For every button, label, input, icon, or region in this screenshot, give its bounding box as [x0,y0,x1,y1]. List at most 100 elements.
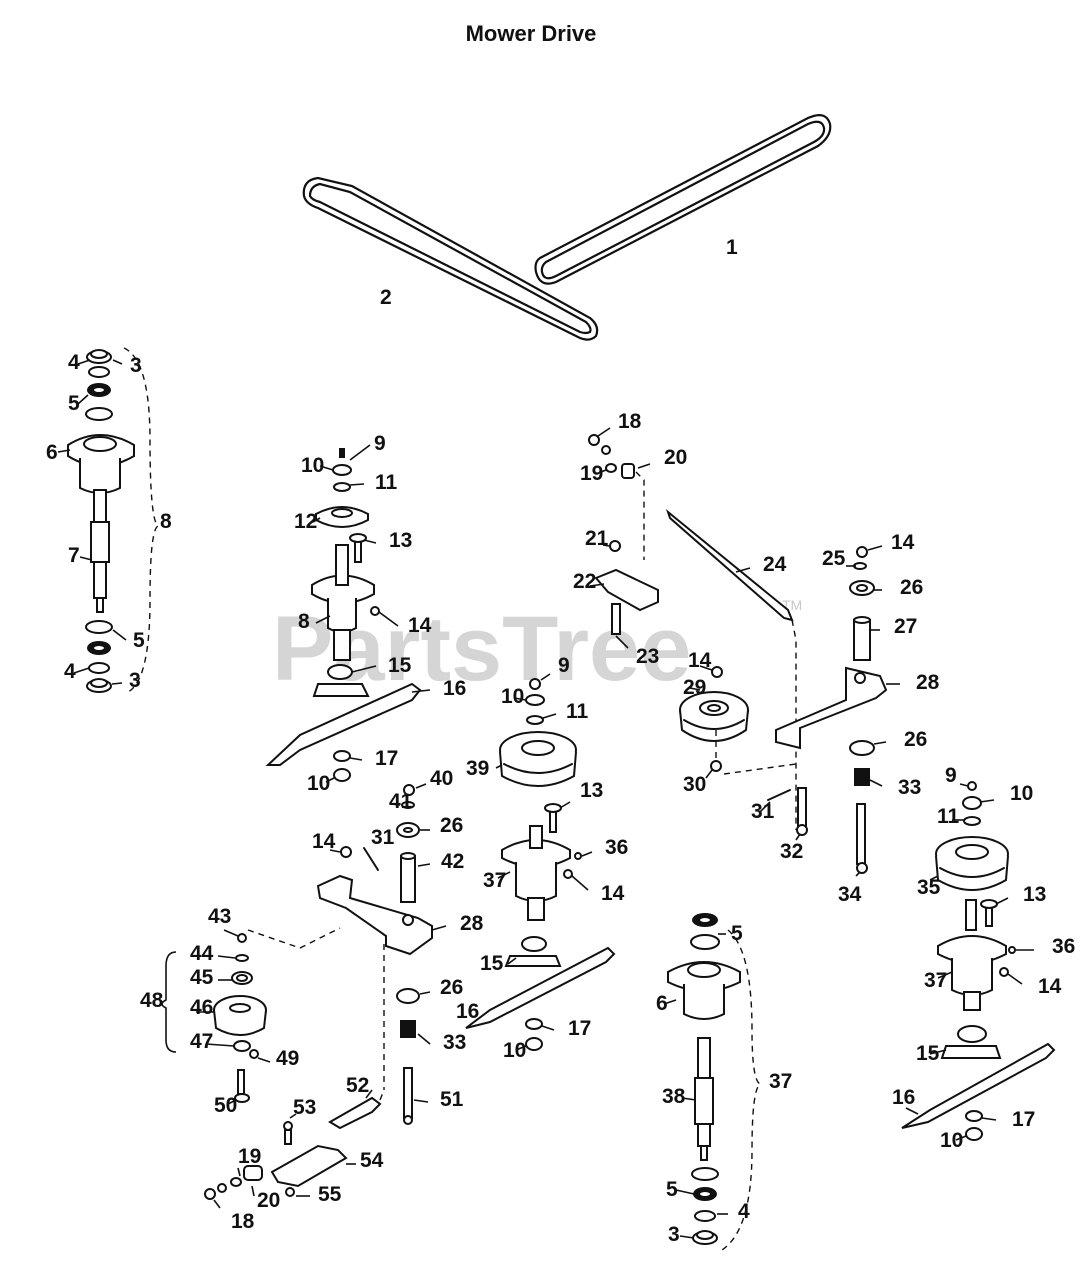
part-label-l-g10: 10 [503,1039,526,1062]
part-label-l-h50: 50 [214,1094,237,1117]
part-label-l-a5b: 5 [133,629,145,652]
bracket-28-left [247,783,447,1125]
part-label-l-e9: 9 [945,764,957,787]
part-label-l-h51: 51 [440,1088,464,1111]
part-label-l-d25: 25 [822,547,846,570]
part-label-l-f5b: 5 [666,1178,678,1201]
part-label-l-b9: 9 [374,432,386,455]
part-label-l-a4b: 4 [64,660,76,683]
part-label-l-h55: 55 [318,1183,342,1206]
part-label-l-e10b: 10 [940,1129,963,1152]
part-label-l-c19: 19 [580,462,603,485]
part-label-l-h45: 45 [190,966,214,989]
spindle-assembly-exploded-lower [663,913,762,1251]
part-label-l-1: 1 [726,236,738,259]
part-label-l-d26b: 26 [904,728,927,751]
part-label-l-h43: 43 [208,905,231,928]
part-label-l-f3: 3 [668,1223,680,1246]
part-label-l-c29: 29 [683,676,706,699]
part-label-l-h49: 49 [276,1047,299,1070]
part-label-l-h54: 54 [360,1149,384,1172]
part-label-l-c30: 30 [683,773,706,796]
part-label-l-f5: 5 [731,922,743,945]
part-label-l-b15: 15 [388,654,412,677]
part-label-l-e35: 35 [917,876,941,899]
part-label-l-c18: 18 [618,410,642,433]
belt-2 [302,176,599,341]
part-label-l-g17: 17 [568,1017,591,1040]
part-label-l-b10: 10 [301,454,324,477]
spindle-8-center [265,444,431,783]
part-label-l-a7: 7 [68,544,80,567]
part-label-l-e36: 36 [1052,935,1075,958]
belt-1 [534,113,832,285]
spindle-37-right [901,781,1056,1141]
part-label-l-e17: 17 [1012,1108,1035,1131]
part-label-l-c24: 24 [763,553,787,576]
part-label-l-h19: 19 [238,1145,261,1168]
part-label-l-f38: 38 [662,1085,686,1108]
part-label-l-d31: 31 [751,800,775,823]
part-label-l-c37: 37 [483,869,506,892]
part-label-l-h48: 48 [140,989,164,1012]
part-label-l-b13: 13 [389,529,412,552]
part-label-l-h53: 53 [293,1096,316,1119]
part-label-l-b17: 17 [375,747,398,770]
part-label-l-c14: 14 [688,649,712,672]
part-label-l-b14: 14 [408,614,432,637]
part-label-l-c9: 9 [558,654,570,677]
part-label-l-c39: 39 [466,757,489,780]
part-label-l-f37: 37 [769,1070,792,1093]
part-label-l-e13: 13 [1023,883,1046,906]
part-label-l-c31: 31 [371,826,395,849]
part-label-l-a5: 5 [68,392,80,415]
part-label-l-b16: 16 [443,677,466,700]
part-label-l-a3b: 3 [129,669,141,692]
part-label-l-h46: 46 [190,996,213,1019]
spindle-37-center [465,673,616,1051]
spindle-assembly-exploded-left [57,347,160,693]
part-label-l-c42: 42 [441,850,464,873]
part-label-l-c13: 13 [580,779,603,802]
idler-pulley-29 [679,665,749,779]
part-label-l-c36: 36 [605,836,628,859]
part-label-l-h18: 18 [231,1210,255,1233]
part-label-l-c14b: 14 [312,830,336,853]
part-label-l-b11: 11 [375,471,398,494]
part-label-l-b10b: 10 [307,772,330,795]
part-label-l-c22: 22 [573,570,596,593]
part-label-l-c15: 15 [480,952,504,975]
lower-linkage [204,1089,385,1209]
part-label-l-e10: 10 [1010,782,1033,805]
idler-bracket-upper [588,427,797,830]
part-label-l-a4: 4 [68,351,80,374]
part-label-l-c41: 41 [389,790,413,813]
part-label-l-2: 2 [380,286,392,309]
part-label-l-d28: 28 [916,671,940,694]
part-label-l-f6: 6 [656,992,668,1015]
part-label-l-c20: 20 [664,446,687,469]
part-label-l-c11: 11 [566,700,589,723]
part-label-l-c10: 10 [501,685,524,708]
part-label-l-d27: 27 [894,615,917,638]
part-label-l-e37: 37 [924,969,947,992]
part-label-l-e14: 14 [1038,975,1062,998]
part-label-l-c23: 23 [636,645,659,668]
part-label-l-c40: 40 [430,767,453,790]
part-label-l-h26: 26 [440,976,463,999]
part-label-l-a8: 8 [160,510,172,533]
part-label-l-h20: 20 [257,1189,280,1212]
assembly-48 [161,929,271,1105]
part-label-l-g16: 16 [456,1000,479,1023]
part-label-l-h33: 33 [443,1031,466,1054]
part-label-l-c26: 26 [440,814,463,837]
part-label-l-e11: 11 [937,805,960,828]
part-label-l-d34: 34 [838,883,862,906]
part-label-l-h52: 52 [346,1074,369,1097]
part-label-l-c28: 28 [460,912,484,935]
part-label-l-a3: 3 [130,354,142,377]
part-label-l-h44: 44 [190,942,214,965]
bracket-28-right [723,545,900,877]
